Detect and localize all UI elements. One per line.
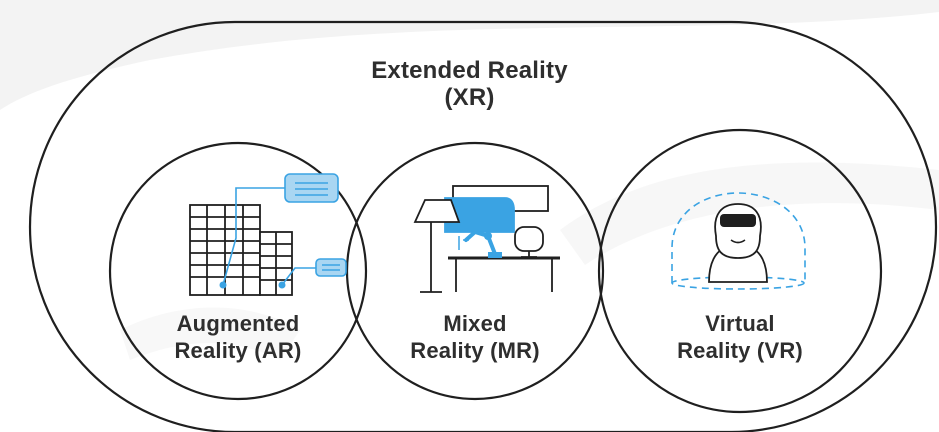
xr-title: Extended Reality (XR) xyxy=(338,57,601,111)
mr-label-line2: Reality (MR) xyxy=(410,338,540,363)
ar-label: Augmented Reality (AR) xyxy=(148,310,328,364)
vr-label: Virtual Reality (VR) xyxy=(650,310,830,364)
person-with-vr-headset-icon xyxy=(671,192,806,290)
mr-label: Mixed Reality (MR) xyxy=(385,310,565,364)
vr-label-line2: Reality (VR) xyxy=(677,338,803,363)
xr-title-line2: (XR) xyxy=(444,84,495,111)
mr-label-line1: Mixed xyxy=(443,311,507,336)
xr-title-line1: Extended Reality xyxy=(371,57,568,84)
ar-label-line1: Augmented xyxy=(176,311,300,336)
xr-outer-boundary xyxy=(28,20,938,432)
background-watermark xyxy=(0,0,939,110)
desk-lamp-robot-arm-computer-icon xyxy=(413,185,560,293)
vr-circle xyxy=(597,128,883,414)
ar-label-line2: Reality (AR) xyxy=(174,338,302,363)
mr-circle xyxy=(345,141,605,401)
ar-circle xyxy=(108,141,368,401)
buildings-with-info-tags-icon xyxy=(189,173,347,296)
vr-label-line1: Virtual xyxy=(705,311,775,336)
